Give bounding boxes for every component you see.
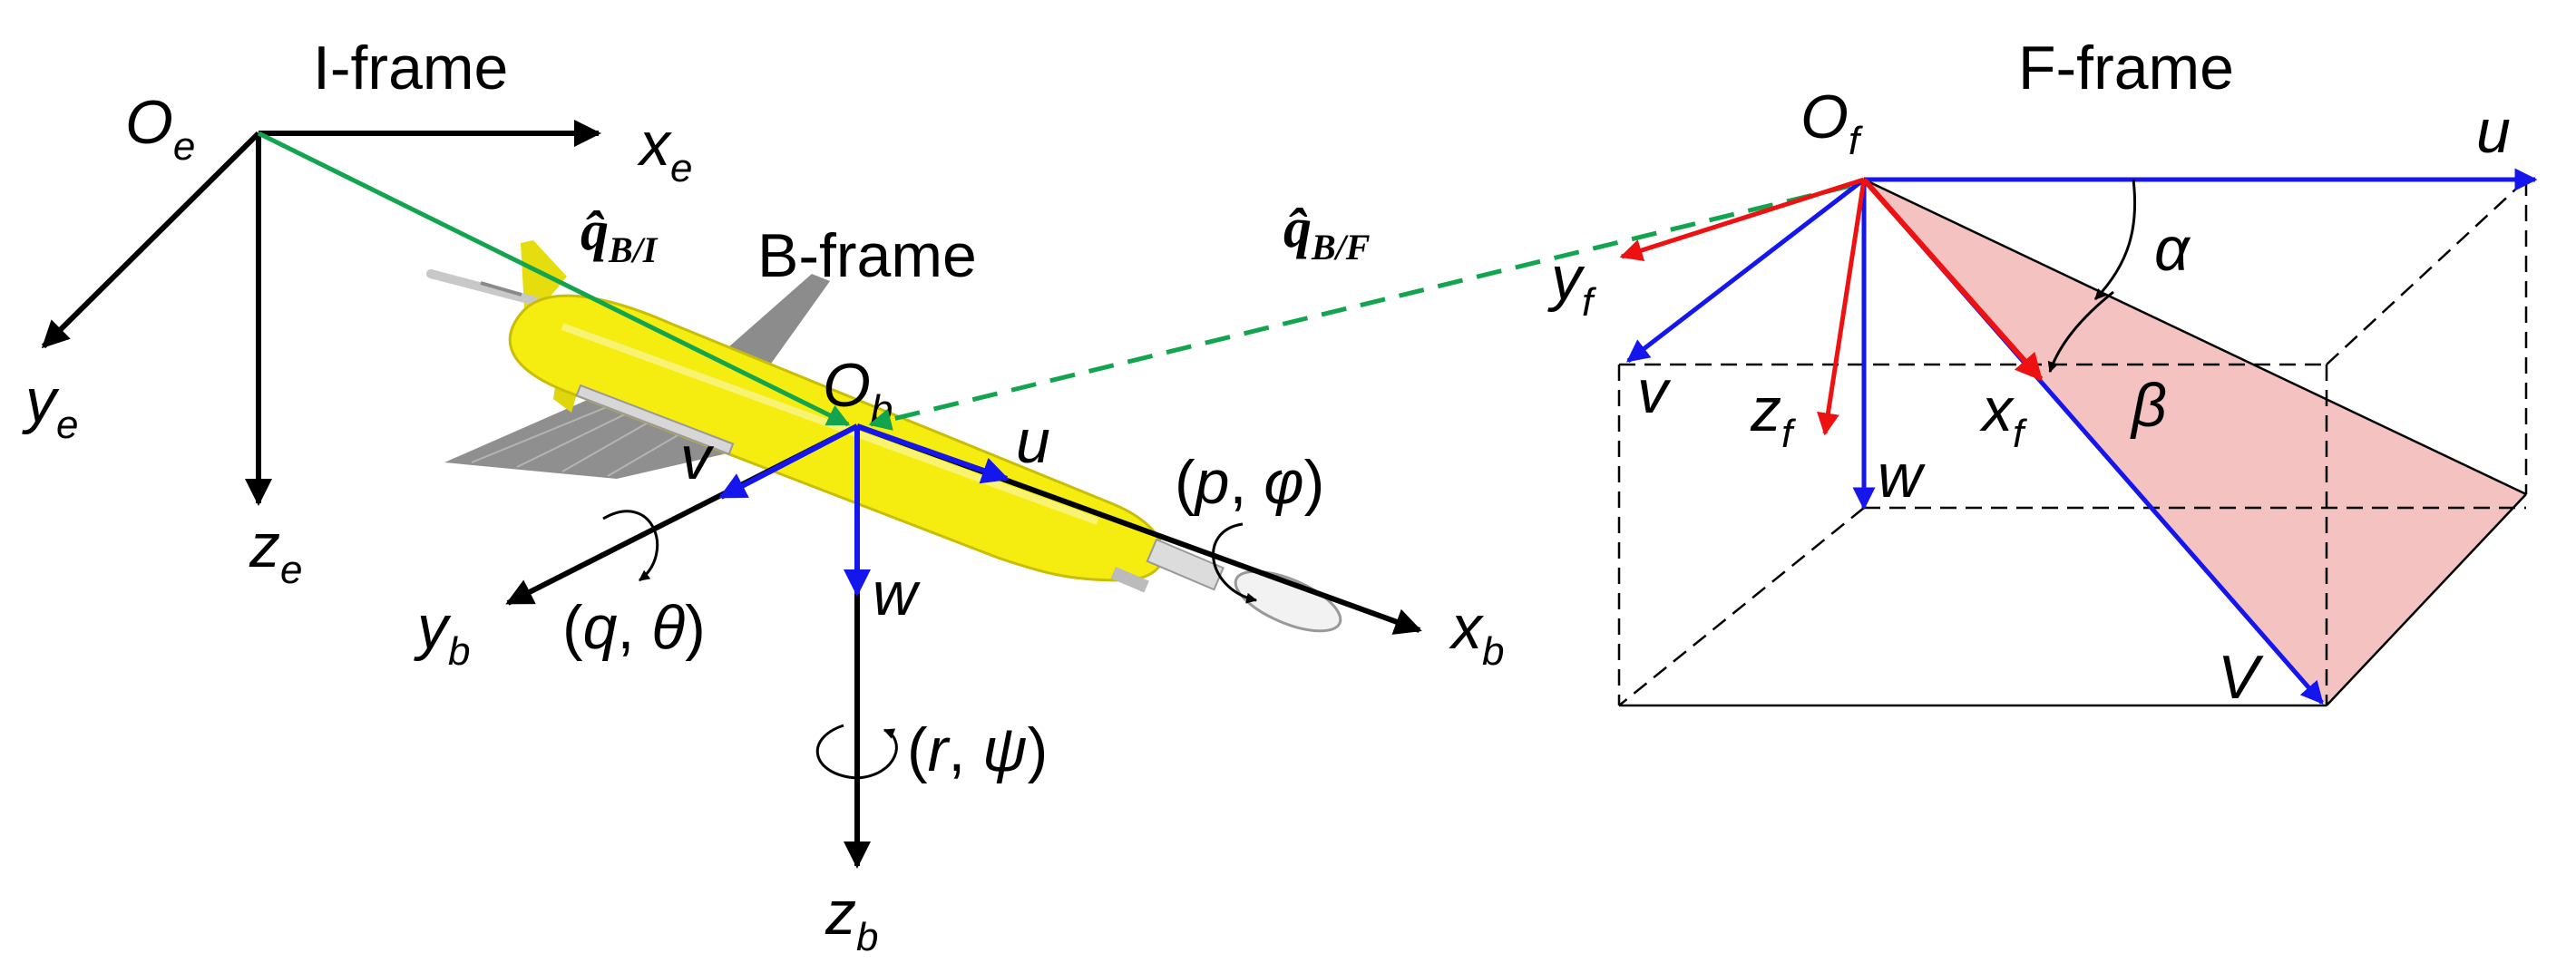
quaternion-b-f-arrow bbox=[868, 183, 1851, 431]
w-b-label: w bbox=[873, 559, 921, 628]
v-f-label: v bbox=[1637, 357, 1672, 426]
beta-label: β bbox=[2130, 371, 2167, 440]
z-f-label: zf bbox=[1750, 375, 1797, 456]
flow-frame: F-frame Of xf yf zf u v w V α β q̂B/F bbox=[868, 34, 2538, 712]
v-f-velocity-arrow bbox=[1626, 178, 1866, 363]
body-origin-label: Ob bbox=[823, 351, 893, 432]
z-b-label: zb bbox=[825, 879, 878, 959]
u-f-label: u bbox=[2476, 97, 2511, 166]
y-b-label: yb bbox=[414, 593, 470, 674]
alpha-arc bbox=[2093, 179, 2137, 301]
reference-box-solid bbox=[1619, 178, 2527, 707]
y-e-label: ye bbox=[22, 366, 78, 447]
glider-antenna bbox=[426, 269, 540, 306]
total-velocity-label: V bbox=[2218, 643, 2264, 712]
v-b-velocity-arrow bbox=[718, 423, 859, 500]
x-f-axis bbox=[1861, 178, 2044, 382]
x-e-label: xe bbox=[637, 110, 692, 190]
flow-frame-title: F-frame bbox=[2018, 34, 2234, 102]
quaternion-b-i-arrow bbox=[257, 131, 851, 427]
inertial-frame: I-frame Oe xe ye ze bbox=[22, 34, 692, 592]
v-b-label: v bbox=[680, 423, 715, 492]
z-f-axis bbox=[1817, 179, 1867, 436]
flow-origin-label: Of bbox=[1800, 83, 1864, 163]
glider-nose-pod bbox=[1234, 569, 1342, 633]
yaw-rotation-arrow bbox=[815, 724, 898, 780]
u-b-label: u bbox=[1016, 407, 1050, 476]
pitch-rotation-arrow bbox=[602, 510, 659, 582]
velocity-plane bbox=[1864, 180, 2526, 705]
alpha-label: α bbox=[2154, 215, 2191, 284]
y-f-label: yf bbox=[1547, 244, 1597, 325]
body-frame-title: B-frame bbox=[757, 221, 977, 290]
roll-rate-label: (p, φ) bbox=[1175, 448, 1324, 517]
body-frame: B-frame Ob xb yb zb u v w (p, φ) (q, θ) … bbox=[257, 131, 1504, 959]
u-b-velocity-arrow bbox=[856, 423, 1010, 484]
beta-arc bbox=[2047, 290, 2114, 374]
pitch-rate-label: (q, θ) bbox=[562, 593, 706, 662]
quaternion-b-f-label: q̂B/F bbox=[1283, 198, 1371, 268]
inertial-origin-label: Oe bbox=[125, 88, 195, 169]
y-f-axis bbox=[1619, 177, 1865, 262]
reference-box bbox=[1617, 179, 2528, 706]
w-f-label: w bbox=[1878, 442, 1926, 511]
x-f-label: xf bbox=[1979, 375, 2028, 456]
quaternion-b-i-label: q̂B/I bbox=[581, 200, 659, 270]
inertial-frame-title: I-frame bbox=[313, 34, 508, 102]
z-e-label: ze bbox=[249, 511, 302, 592]
x-b-label: xb bbox=[1449, 593, 1504, 674]
roll-rotation-arrow bbox=[1212, 522, 1258, 604]
yaw-rate-label: (r, ψ) bbox=[907, 715, 1048, 784]
y-e-axis bbox=[41, 131, 261, 349]
